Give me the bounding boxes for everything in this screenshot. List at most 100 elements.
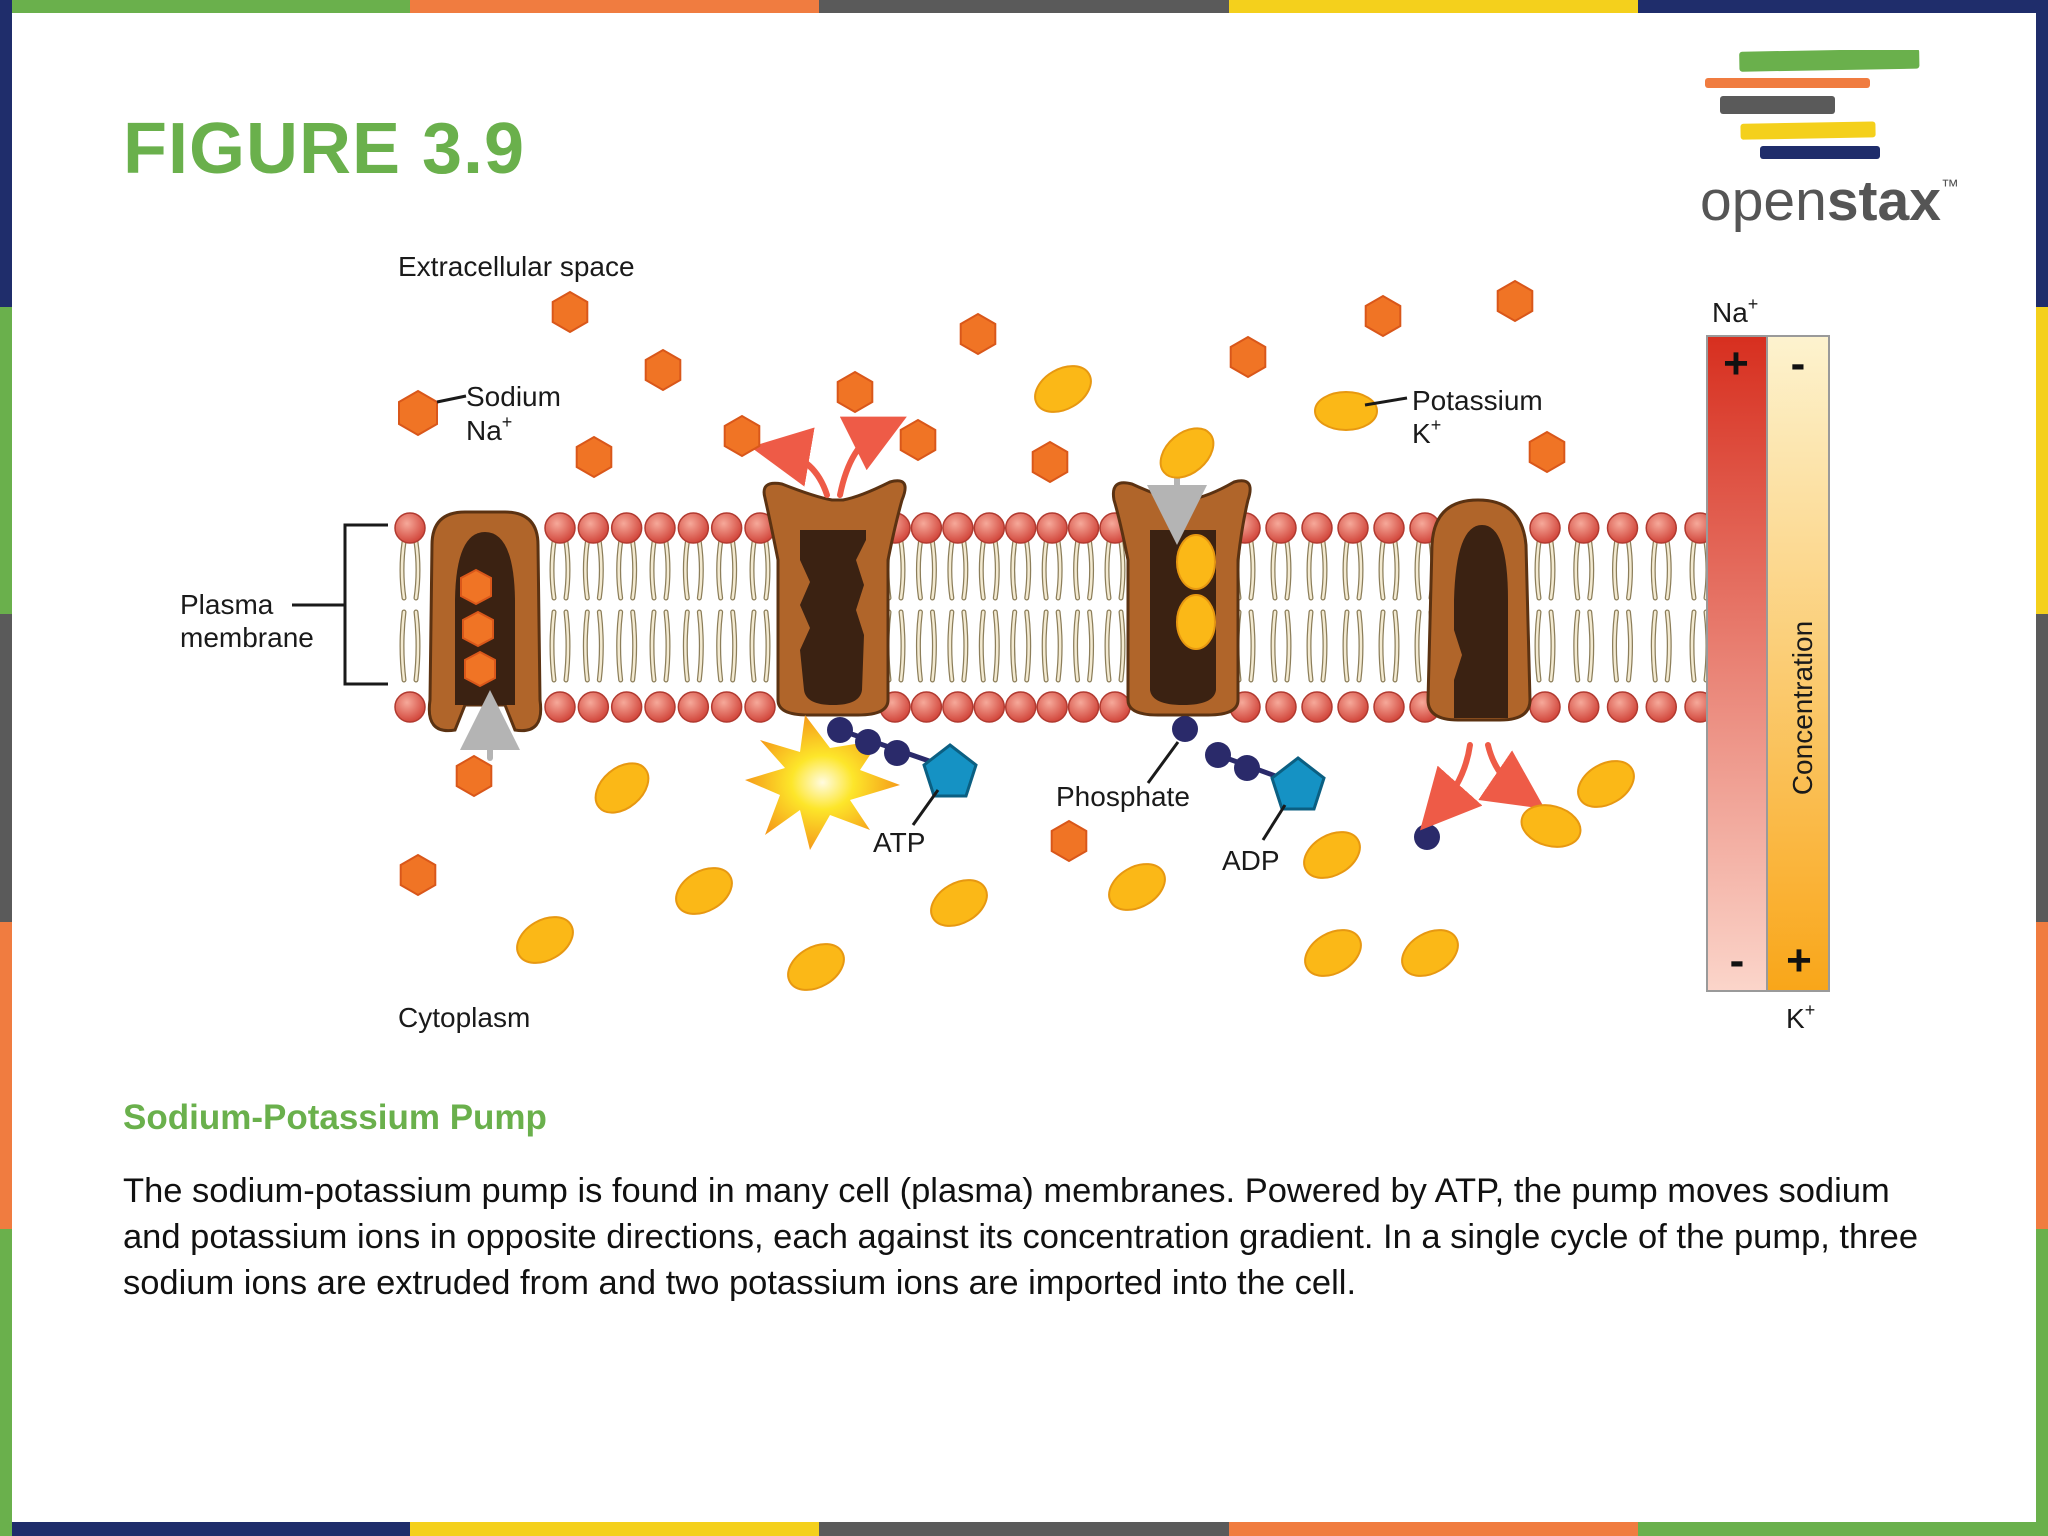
pump-protein-state-3 [1111,479,1252,717]
potassium-ion-icon [1577,760,1635,808]
sodium-ion-icon [464,650,496,688]
right-color-strip [2036,0,2048,1536]
potassium-ion-icon [1159,427,1215,479]
phospholipid-head-icon [1004,512,1037,544]
sodium-ion-icon [1031,440,1069,484]
potassium-symbol: K+ [1412,415,1441,449]
sodium-ion-icon [644,348,682,392]
phospholipid-head-icon [1606,691,1639,723]
plasma-membrane-label-line1: Plasma [180,589,274,620]
logo-bar [1739,50,1920,72]
concentration-gradient-bar: Na+ K+ + - - + Concentration [1706,294,1830,1034]
phospholipid-head-icon [942,691,974,723]
caption-text: The sodium-potassium pump is found in ma… [123,1172,1919,1302]
phospholipid-head-icon [1036,512,1068,544]
phospholipid-head-icon [544,512,576,544]
phospholipid-head-icon [644,691,676,723]
phosphate-group-icon [1172,716,1198,742]
phosphate-on-pump [1146,716,1198,784]
phospholipid-head-icon [744,691,776,723]
sodium-ion-icon [959,312,997,356]
sodium-ion-icon [455,754,493,798]
atp-label: ATP [873,827,925,858]
sodium-ion-icon [1229,335,1267,379]
phospholipid-head-icon [973,512,1006,544]
phospholipid-head-icon [1337,512,1369,544]
plasma-membrane-label-line2: membrane [180,622,314,653]
logo-bars-icon [1705,50,1920,159]
na-bottom-sign: - [1730,936,1745,985]
phospholipid-head-icon [1606,512,1639,544]
potassium-ion-icon [675,867,733,915]
phospholipid-head-icon [1301,691,1333,723]
potassium-ion-icon [516,916,574,964]
logo-wordmark: openstax™ [1700,169,1959,233]
logo-bar [1720,96,1835,114]
phospholipid-head-icon [644,512,676,544]
phospholipid-head-icon [1067,512,1100,544]
potassium-ion-icon [1303,831,1361,879]
sodium-legend: Sodium Na+ [398,381,561,446]
phospholipid-head-icon [394,512,426,544]
phosphate-group-icon [827,717,853,743]
k-bottom-sign: + [1786,936,1812,985]
sodium-label: Sodium [466,381,561,412]
pump-protein-state-1 [427,510,543,733]
sodium-ion-icon [723,414,761,458]
phospholipid-head-icon [1645,691,1677,723]
phospholipid-head-icon [394,691,426,723]
phospholipid-head-icon [973,691,1006,723]
phospholipid-head-icon [1337,691,1369,723]
bottom-color-strip [0,1522,2048,1536]
potassium-ion-icon [787,943,845,991]
sodium-ion-icon [398,389,438,437]
free-phosphate-icon [1414,824,1440,850]
logo-bar [1740,121,1876,140]
adp-molecule [1205,742,1326,841]
phospholipid-head-icon [910,691,943,723]
phospholipid-head-icon [1301,512,1333,544]
openstax-logo: openstax™ [1700,50,1959,233]
phospholipid-head-icon [1265,512,1297,544]
potassium-label: Potassium [1412,385,1543,416]
phospholipid-head-icon [1645,512,1677,544]
potassium-ion-icon [1401,929,1459,977]
sodium-ion-icon [462,610,494,648]
potassium-legend: Potassium K+ [1314,385,1543,449]
cytoplasm-label: Cytoplasm [398,1002,530,1033]
phospholipid-head-icon [1036,691,1068,723]
sodium-ion-icon [551,290,589,334]
sodium-ion-icon [1528,430,1566,474]
phospholipid-head-icon [1099,691,1131,723]
phospholipid-head-icon [544,691,576,723]
na-top-sign: + [1723,339,1749,388]
phospholipid-head-icon [1529,691,1561,723]
logo-bar [1760,146,1880,159]
potassium-gradient [1766,335,1830,992]
gradient-top-label: Na+ [1712,294,1758,328]
potassium-ion-icon [1304,929,1362,977]
phospholipid-head-icon [942,512,974,544]
sodium-ion-icon [575,435,613,479]
phospholipid-head-icon [710,512,743,544]
logo-bar [1705,78,1870,88]
phospholipid-head-icon [1568,512,1600,544]
k-top-sign: - [1791,339,1806,388]
movement-arrows [460,416,1545,831]
sodium-ion-icon [460,568,492,606]
figure-title: FIGURE 3.9 [123,109,526,189]
phospholipid-head-icon [1373,512,1405,544]
phospholipid-head-icon [610,691,643,723]
phospholipid-head-icon [677,691,710,723]
phospholipid-head-icon [1265,691,1297,723]
phospholipid-head-icon [1529,512,1561,544]
potassium-ion-icon [1108,863,1166,911]
plasma-membrane-bracket: Plasma membrane [180,523,388,686]
potassium-ion-icon [1314,391,1378,431]
sodium-ion-icon [836,370,874,414]
phospholipid-head-icon [1067,691,1100,723]
adp-base-icon [1270,756,1326,811]
potassium-ion-icon [1176,534,1216,590]
pump-protein-state-2 [762,479,907,717]
phospholipid-head-icon [577,691,610,723]
